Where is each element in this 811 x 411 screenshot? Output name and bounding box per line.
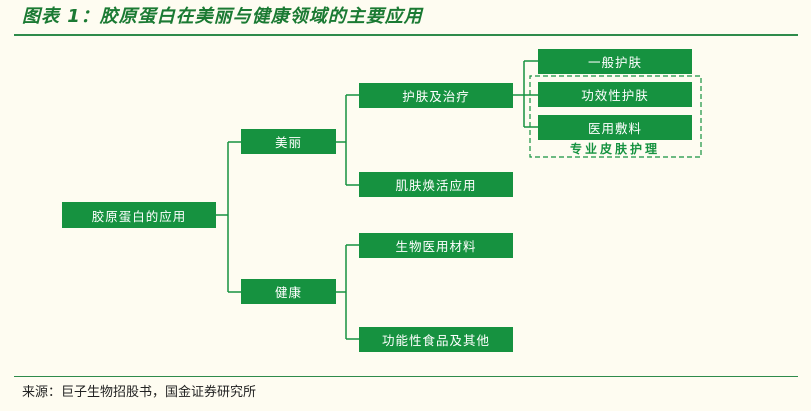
title-divider [14,34,798,36]
professional-label: 专业皮肤护理 [569,142,660,156]
node-biomed-materials: 生物医用材料 [359,233,513,258]
node-efficacy-skincare: 功效性护肤 [538,82,692,107]
source-note: 来源：巨子生物招股书，国金证券研究所 [22,385,257,400]
figure-title: 图表 1：胶原蛋白在美丽与健康领域的主要应用 [22,6,423,27]
node-beauty: 美丽 [241,129,336,154]
node-functional-food: 功能性食品及其他 [359,327,513,352]
node-general-skincare: 一般护肤 [538,49,692,74]
node-medical-dressing: 医用敷料 [538,115,692,140]
professional-bracket [529,75,702,158]
node-root: 胶原蛋白的应用 [62,202,216,228]
node-health: 健康 [241,279,336,304]
node-skincare-treatment: 护肤及治疗 [359,83,513,108]
source-divider [14,376,798,377]
node-muscle-regen: 肌肤焕活应用 [359,172,513,197]
